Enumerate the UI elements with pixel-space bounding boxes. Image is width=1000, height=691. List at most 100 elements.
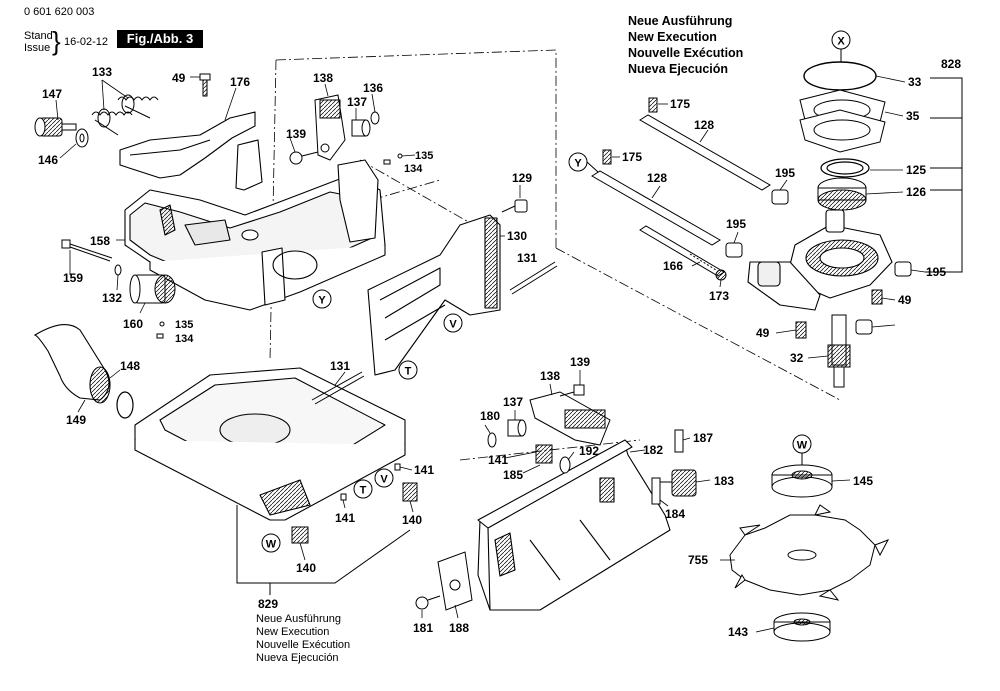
label-185: 185 — [503, 468, 523, 482]
pin-131-a — [509, 261, 558, 295]
figure-title: Fig./Abb. 3 — [117, 30, 203, 48]
marker-v-upper-label: V — [449, 319, 457, 331]
marker-w-left — [261, 533, 281, 553]
clip-140-b — [291, 526, 309, 544]
label-133: 133 — [92, 65, 112, 79]
label-49-top: 49 — [172, 71, 186, 85]
clip-140-a — [402, 482, 418, 502]
label-32: 32 — [790, 351, 804, 365]
label-130: 130 — [507, 229, 527, 243]
label-131-bottom: 131 — [330, 359, 350, 373]
label-175-b: 175 — [622, 150, 642, 164]
knob-160 — [129, 274, 176, 304]
issue-label: Issue — [24, 42, 51, 54]
label-136: 136 — [363, 81, 383, 95]
label-140-left: 140 — [296, 561, 316, 575]
label-126: 126 — [906, 185, 926, 199]
label-184: 184 — [665, 507, 685, 521]
bushings-195 — [725, 189, 912, 277]
label-176: 176 — [230, 75, 250, 89]
pin-131-b — [311, 371, 365, 405]
label-129: 129 — [512, 171, 532, 185]
flange-145 — [771, 464, 833, 498]
label-137-center: 137 — [503, 395, 523, 409]
part-number: 0 601 620 003 — [24, 6, 95, 18]
o-ring-33 — [803, 61, 877, 91]
washer-180 — [487, 432, 497, 448]
label-195-a: 195 — [775, 166, 795, 180]
knob-185 — [535, 444, 553, 464]
marker-t-upper-label: T — [405, 366, 412, 378]
label-188: 188 — [449, 621, 469, 635]
shaft-32 — [827, 314, 851, 388]
label-195-b: 195 — [726, 217, 746, 231]
brace-icon: } — [52, 26, 61, 56]
new-execution-bottom-en: New Execution — [256, 626, 330, 638]
label-173: 173 — [709, 289, 729, 303]
label-149: 149 — [66, 413, 86, 427]
marker-v-lower-label: V — [380, 474, 388, 486]
label-134-top: 134 — [404, 163, 423, 175]
label-146: 146 — [38, 153, 58, 167]
stand-label: Stand — [24, 30, 53, 42]
bushing-137 — [351, 119, 371, 137]
label-128-b: 128 — [647, 171, 667, 185]
label-139-center: 139 — [570, 355, 590, 369]
label-148: 148 — [120, 359, 140, 373]
marker-x-label: X — [837, 36, 845, 48]
label-187: 187 — [693, 431, 713, 445]
label-147: 147 — [42, 87, 62, 101]
new-execution-es: Nueva Ejecución — [628, 62, 729, 76]
label-192: 192 — [579, 444, 599, 458]
marker-x-top — [831, 30, 851, 62]
label-159: 159 — [63, 271, 83, 285]
label-131-top: 131 — [517, 251, 537, 265]
bushing-195-c — [855, 319, 873, 335]
part-number-labels: 147 133 49 176 138 136 137 139 135 134 1… — [38, 57, 961, 639]
marker-v-lower — [374, 468, 394, 488]
new-execution-bottom-de: Neue Ausführung — [256, 613, 342, 625]
bearing-126 — [817, 177, 867, 211]
small-parts-135-134-b — [156, 321, 165, 339]
washer-136 — [370, 111, 380, 125]
chip-guard-176 — [119, 111, 256, 179]
screw-159 — [61, 239, 113, 262]
label-195-c: 195 — [926, 265, 946, 279]
marker-y-right-label: Y — [574, 158, 582, 170]
new-execution-de: Neue Ausführung — [628, 14, 733, 28]
spring-175-b — [602, 149, 612, 165]
label-175-a: 175 — [670, 97, 690, 111]
rod-128-a — [639, 114, 771, 191]
ring-125 — [820, 158, 870, 178]
label-182: 182 — [643, 443, 663, 457]
label-35: 35 — [906, 109, 920, 123]
label-143: 143 — [728, 625, 748, 639]
rod-128-b — [591, 170, 721, 246]
label-180: 180 — [480, 409, 500, 423]
marker-t-lower-label: T — [360, 485, 367, 497]
gear-housing — [747, 209, 893, 311]
label-49-right: 49 — [898, 293, 912, 307]
label-183: 183 — [714, 474, 734, 488]
label-33: 33 — [908, 75, 922, 89]
label-135-bottom: 135 — [175, 319, 193, 331]
label-137-top: 137 — [347, 95, 367, 109]
screw-139-center — [559, 384, 585, 397]
label-829: 829 — [258, 597, 278, 611]
screw-139-top — [289, 151, 319, 165]
cutter-blade-755 — [729, 504, 890, 601]
table-182 — [477, 439, 671, 611]
new-execution-fr: Nouvelle Exécution — [628, 46, 744, 60]
plates-184-187 — [651, 429, 684, 505]
marker-y-right — [568, 152, 599, 173]
gaskets-35 — [799, 89, 886, 153]
label-49-left: 49 — [756, 326, 770, 340]
label-135-top: 135 — [415, 150, 433, 162]
springs-133 — [91, 94, 159, 136]
screws-49-right — [795, 289, 883, 339]
knob-183 — [660, 469, 697, 497]
screw-49-top — [199, 73, 211, 97]
label-160: 160 — [123, 317, 143, 331]
leader-lines — [55, 75, 926, 633]
